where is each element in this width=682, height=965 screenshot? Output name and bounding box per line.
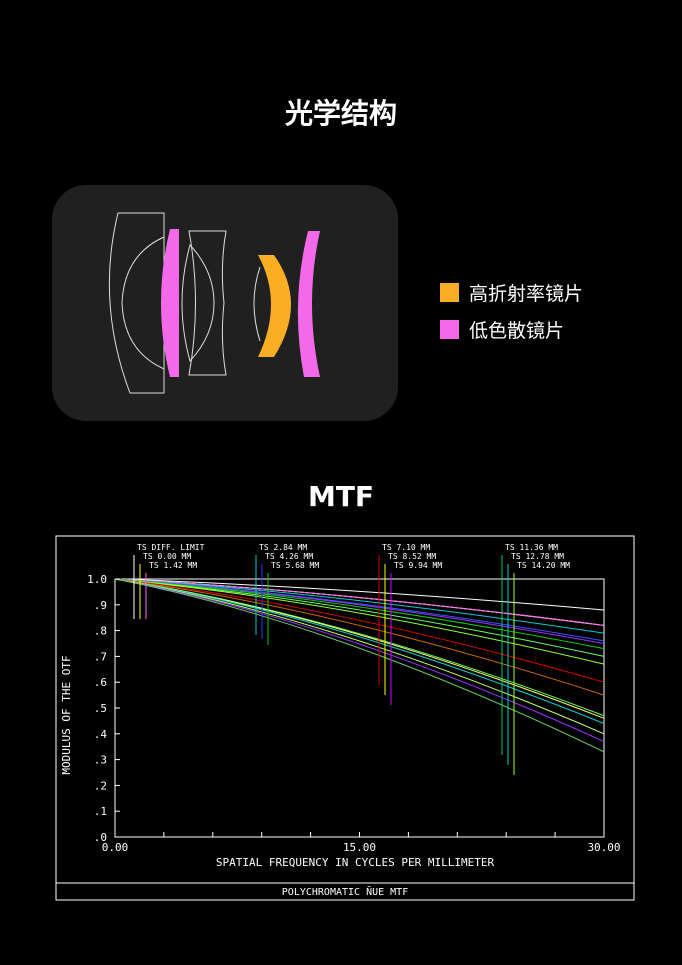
y-tick-label: .2 xyxy=(94,779,107,792)
high-index-lens xyxy=(258,255,291,357)
lens-diagram-card xyxy=(52,185,398,421)
legend-item-high-index: 高折射率镜片 xyxy=(440,279,583,306)
field-label: TS 4.26 MM xyxy=(265,552,313,561)
field-label: TS 7.10 MM xyxy=(382,543,430,552)
field-label: TS 0.00 MM xyxy=(143,552,191,561)
lens-element-2b xyxy=(181,243,215,363)
field-label: TS 2.84 MM xyxy=(259,543,307,552)
legend-item-low-dispersion: 低色散镜片 xyxy=(440,316,564,343)
mtf-title: MTF xyxy=(307,480,375,513)
tick-layer: 1.0 .9 .8 .7 .6 .5 .4 .3 .2 .1 .00.00 15.00 30.00 xyxy=(87,573,620,854)
mtf-series-15 xyxy=(114,578,605,735)
field-label: TS 11.36 MM xyxy=(505,543,558,552)
y-tick-label: .1 xyxy=(94,805,107,818)
optical-structure-title: 光学结构 xyxy=(284,97,397,130)
legend-label-low-dispersion: 低色散镜片 xyxy=(469,320,565,342)
plot-area xyxy=(114,578,605,838)
field-label: TS 5.68 MM xyxy=(271,561,319,570)
legend-label-high-index: 高折射率镜片 xyxy=(469,283,584,305)
x-tick-label: 15.00 xyxy=(343,841,376,854)
field-label: TS 8.52 MM xyxy=(388,552,436,561)
mtf-series-14 xyxy=(114,578,605,724)
y-tick-label: .8 xyxy=(94,625,107,638)
mtf-series-7 xyxy=(114,578,605,650)
y-axis-label: MODULUS OF THE OTF xyxy=(60,655,73,774)
mtf-series-16 xyxy=(114,578,605,742)
mtf-series-8 xyxy=(114,578,605,657)
mtf-chart: 1.0 .9 .8 .7 .6 .5 .4 .3 .2 .1 .00.00 15.00 30.00 TS… xyxy=(55,535,635,901)
lens-element-3 xyxy=(253,266,261,342)
legend-swatch-high-index xyxy=(440,283,459,302)
chart-footer: POLYCHROMATIC ÑUE MTF xyxy=(282,885,408,898)
field-label: TS 9.94 MM xyxy=(394,561,442,570)
mtf-series-3 xyxy=(114,578,605,626)
series-layer xyxy=(114,578,605,753)
field-label: TS 12.78 MM xyxy=(511,552,564,561)
y-tick-label: .5 xyxy=(94,702,107,715)
mtf-series-17 xyxy=(114,578,605,753)
mtf-series-0 xyxy=(114,578,605,611)
mtf-series-11 xyxy=(114,578,605,696)
mtf-series-10 xyxy=(114,578,605,683)
mtf-frame xyxy=(55,535,635,901)
field-label: TS 14.20 MM xyxy=(517,561,570,570)
lens-element-1 xyxy=(108,212,165,394)
y-tick-label: .7 xyxy=(94,650,107,663)
lens-element-1b xyxy=(121,236,165,370)
x-tick-label: 30.00 xyxy=(587,841,620,854)
lens-element-2 xyxy=(188,230,227,376)
field-label: TS DIFF. LIMIT xyxy=(137,543,205,552)
y-tick-label: .6 xyxy=(94,676,107,689)
mtf-series-9 xyxy=(114,578,605,665)
low-dispersion-lens-2 xyxy=(297,231,320,377)
y-tick-label: .0 xyxy=(94,831,107,844)
y-tick-label: .4 xyxy=(94,728,108,741)
x-axis-label: SPATIAL FREQUENCY IN CYCLES PER MILLIMET… xyxy=(216,856,495,869)
x-tick-label: 0.00 xyxy=(102,841,129,854)
field-label: TS 1.42 MM xyxy=(149,561,197,570)
y-tick-label: .9 xyxy=(94,599,107,612)
y-tick-label: .3 xyxy=(94,754,107,767)
low-dispersion-lens-1 xyxy=(161,229,179,377)
lens-diagram xyxy=(108,212,320,394)
legend-swatch-low-dispersion xyxy=(440,320,459,339)
mtf-series-4 xyxy=(114,578,605,634)
y-tick-label: 1.0 xyxy=(87,573,107,586)
